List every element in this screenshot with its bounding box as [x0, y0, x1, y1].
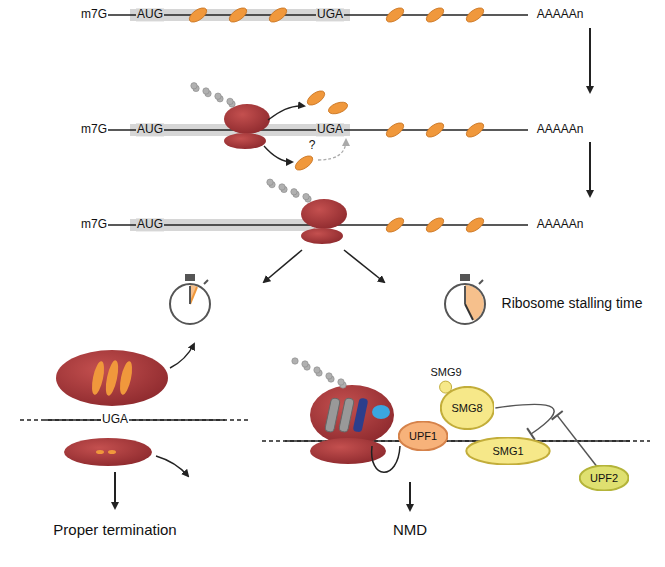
sequence-label: AUG	[136, 218, 164, 231]
sequence-label: AAAAAn	[536, 218, 585, 231]
sequence-label: m7G	[80, 123, 108, 136]
protein-upf2: UPF2	[579, 465, 629, 491]
sequence-label: UGA	[316, 123, 344, 136]
protein-smg1: SMG1	[465, 437, 551, 465]
protein-label: SMG1	[492, 445, 523, 457]
sequence-label: AUG	[136, 123, 164, 136]
sequence-label: m7G	[80, 8, 108, 21]
caption-label: UGA	[101, 413, 129, 426]
upf2-inhibitor-line	[552, 411, 597, 466]
sequence-label: AUG	[136, 8, 164, 21]
protein-smg8: SMG8	[440, 386, 495, 430]
protein-upf1: UPF1	[398, 421, 448, 451]
sequence-label: m7G	[80, 218, 108, 231]
sequence-label: AAAAAn	[536, 8, 585, 21]
caption-label: Ribosome stalling time	[501, 296, 644, 311]
caption-label: Proper termination	[52, 522, 177, 539]
question-mark: ?	[308, 139, 317, 152]
sequence-label: AAAAAn	[536, 123, 585, 136]
protein-label: SMG9	[430, 366, 461, 378]
sequence-label: UGA	[316, 8, 344, 21]
inhibition-arc	[495, 404, 554, 439]
protein-label: UPF2	[590, 472, 618, 484]
protein-label: SMG8	[451, 402, 482, 414]
protein-label: UPF1	[409, 430, 437, 442]
caption-label: NMD	[392, 522, 428, 539]
